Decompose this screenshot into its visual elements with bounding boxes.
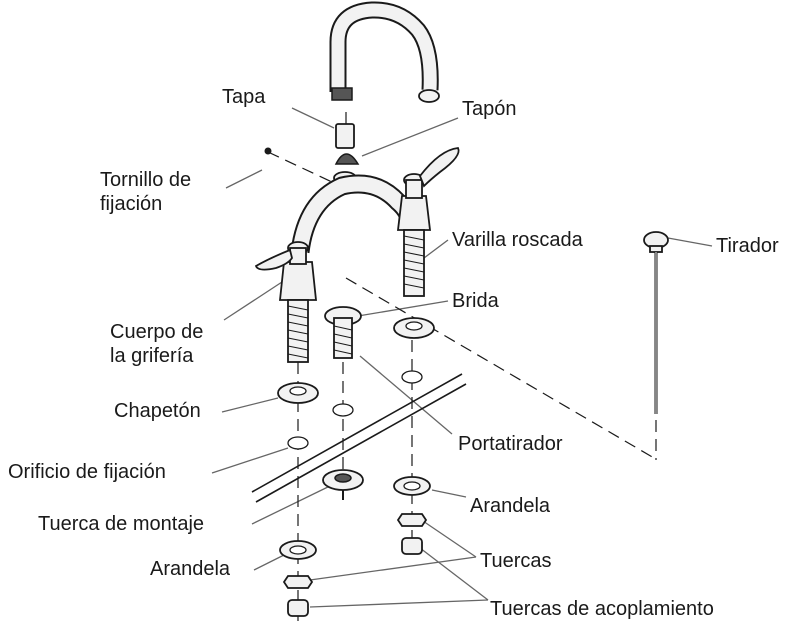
right-threaded-rod bbox=[403, 229, 425, 297]
brida-part bbox=[324, 306, 362, 359]
leader-lines bbox=[211, 107, 713, 608]
label-tapon: Tapón bbox=[462, 98, 517, 120]
label-tuercas: Tuercas bbox=[480, 550, 552, 572]
spout bbox=[329, 1, 440, 103]
hole-center bbox=[332, 403, 354, 417]
right-handle bbox=[418, 147, 460, 188]
label-cuerpo: Cuerpo de la grifería bbox=[110, 320, 203, 368]
label-tornillo-line1: Tornillo de bbox=[100, 169, 192, 191]
label-tornillo: Tornillo de fijación bbox=[100, 168, 191, 216]
label-arandela-left: Arandela bbox=[150, 558, 231, 580]
label-arandela-right: Arandela bbox=[470, 495, 551, 517]
leader-tuercas-b bbox=[309, 556, 477, 581]
tuerca-right-part bbox=[396, 513, 428, 527]
label-cuerpo-line1: Cuerpo de bbox=[110, 321, 204, 343]
leader-tornillo bbox=[225, 169, 263, 189]
leader-varilla bbox=[423, 239, 449, 259]
chapeton-part bbox=[277, 382, 319, 404]
leader-cuerpo bbox=[223, 281, 283, 321]
label-brida: Brida bbox=[452, 290, 499, 312]
tapon-part bbox=[334, 153, 360, 165]
faucet-body bbox=[254, 147, 460, 301]
counter-surface bbox=[251, 373, 467, 503]
leader-tuercas-a bbox=[419, 518, 477, 558]
left-handle bbox=[254, 248, 293, 271]
label-varilla: Varilla roscada bbox=[452, 229, 583, 251]
leader-brida bbox=[357, 300, 449, 317]
left-threaded-rod bbox=[287, 299, 309, 363]
label-portatirador: Portatirador bbox=[458, 433, 563, 455]
tirador-part bbox=[643, 231, 669, 414]
label-tapa: Tapa bbox=[222, 86, 266, 108]
orificio-hole bbox=[287, 436, 309, 450]
label-tornillo-line2: fijación bbox=[100, 193, 163, 215]
label-tuercas-acoplamiento: Tuercas de acoplamiento bbox=[490, 598, 714, 620]
label-orificio: Orificio de fijación bbox=[8, 461, 166, 483]
label-tirador: Tirador bbox=[716, 235, 779, 257]
label-cuerpo-line2: la grifería bbox=[110, 345, 194, 367]
leader-acoplamiento-a bbox=[419, 547, 489, 601]
acoplamiento-left-part bbox=[287, 599, 309, 617]
label-chapeton: Chapetón bbox=[114, 400, 201, 422]
arandela-left-part bbox=[279, 540, 317, 560]
leader-portatirador bbox=[359, 355, 453, 435]
leader-orificio bbox=[211, 447, 289, 474]
tornillo-part bbox=[264, 147, 272, 155]
label-tuerca-montaje: Tuerca de montaje bbox=[38, 513, 205, 535]
tapa-part bbox=[335, 123, 355, 149]
tuerca-left-part bbox=[282, 575, 314, 589]
acoplamiento-right-part bbox=[401, 537, 423, 555]
leader-arandela-right bbox=[431, 489, 467, 498]
leader-chapeton bbox=[221, 397, 279, 413]
leader-tapa bbox=[291, 107, 335, 129]
arandela-right-part bbox=[393, 476, 431, 496]
hole-right bbox=[401, 370, 423, 384]
right-flange-washer bbox=[393, 317, 435, 339]
leader-tirador bbox=[667, 237, 713, 247]
tuerca-montaje-part bbox=[322, 469, 364, 500]
leader-tapon bbox=[361, 117, 459, 157]
leader-acoplamiento-b bbox=[309, 599, 489, 608]
leader-tuerca-montaje bbox=[251, 483, 335, 525]
